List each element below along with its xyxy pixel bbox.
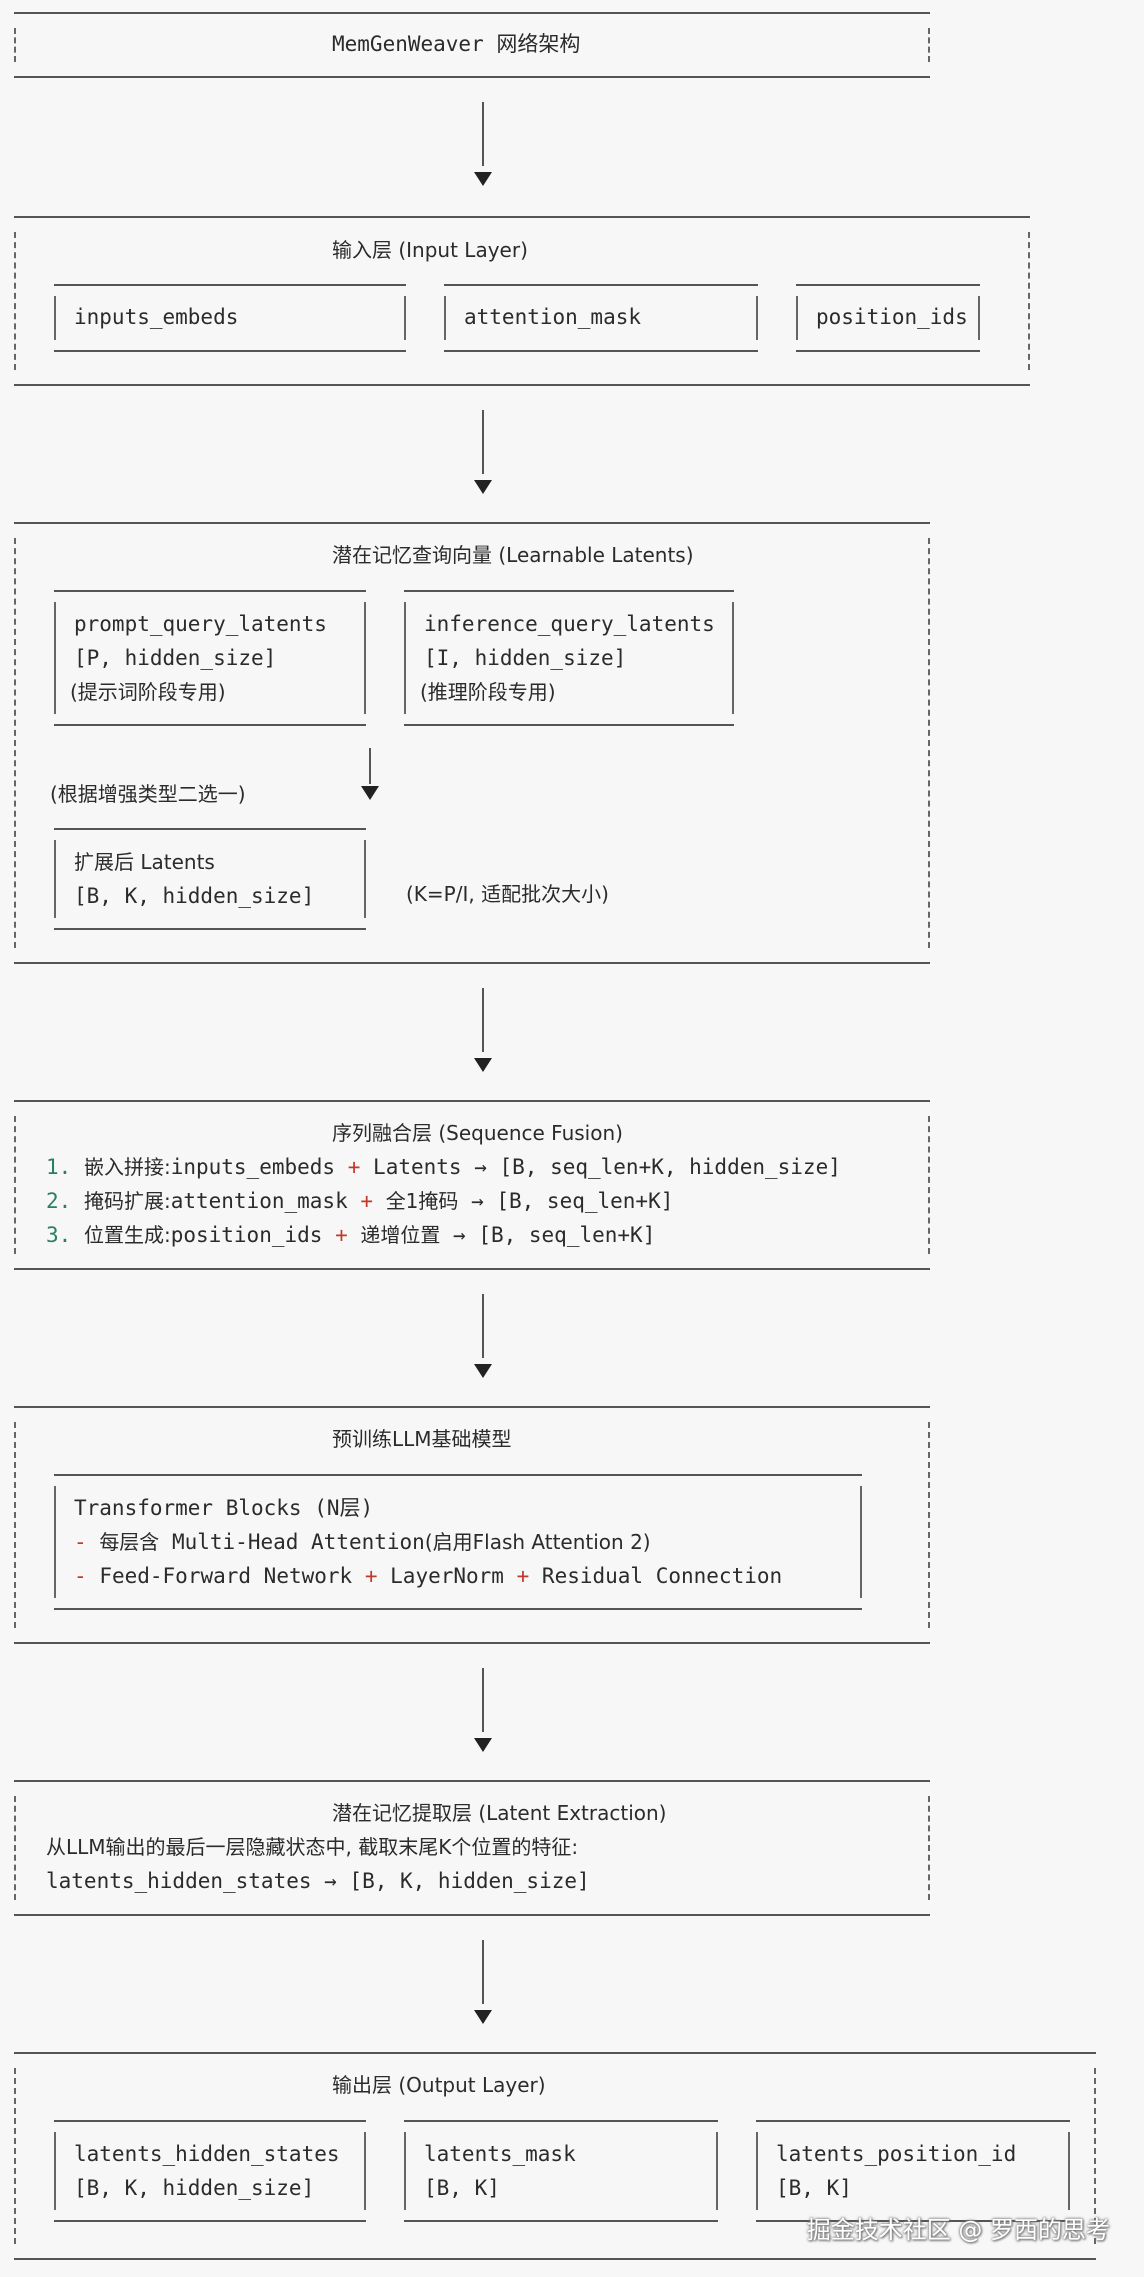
extraction-formula: latents_hidden_states → [B, K, hidden_si… [46,1869,590,1893]
bullet-dash: - [74,1530,87,1554]
extraction-layer-box [14,1780,930,1916]
transformer-blocks-box [54,1474,862,1610]
k-note: (K=P/I, 适配批次大小) [406,882,609,906]
step-operand: attention_mask [170,1189,348,1213]
step-label: 掩码扩展: [83,1189,171,1213]
connector-arrow-4 [471,1294,495,1378]
diagram-title: MemGenWeaver 网络架构 [332,32,581,56]
input-item-position-ids: position_ids [816,305,968,329]
output-item-name: latents_hidden_states [74,2142,340,2166]
step-result: [B, seq_len+K] [496,1189,674,1213]
line2-item: Feed-Forward Network [99,1564,353,1588]
output-item-shape: [B, K] [776,2176,852,2200]
step-operand: inputs_embeds [170,1155,336,1179]
input-item-box [54,284,406,352]
fusion-step: 1. 嵌入拼接:inputs_embeds + Latents → [B, se… [46,1155,841,1179]
input-layer-box [14,216,1030,386]
title-box [14,12,930,78]
input-item-box [796,284,980,352]
inference-latents-box [404,590,734,726]
extraction-layer-title: 潜在记忆提取层 (Latent Extraction) [332,1801,667,1825]
output-item-name: latents_mask [424,2142,576,2166]
step-result: [B, seq_len+K, hidden_size] [499,1155,841,1179]
output-layer-box [14,2052,1096,2260]
step-operand: Latents [373,1155,462,1179]
expanded-latents-shape: [B, K, hidden_size] [74,884,315,908]
input-layer-title: 输入层 (Input Layer) [332,238,528,262]
step-operand: 全1掩码 [385,1189,459,1213]
fusion-layer-title: 序列融合层 (Sequence Fusion) [332,1121,623,1145]
line1-prefix: 每层含 [99,1530,160,1554]
fusion-layer-box [14,1100,930,1270]
transformer-line-2: - Feed-Forward Network + LayerNorm + Res… [74,1564,782,1588]
plus-sign: + [364,1564,378,1588]
output-item-shape: [B, K] [424,2176,500,2200]
plus-sign: + [516,1564,530,1588]
inference-latents-name: inference_query_latents [424,612,715,636]
connector-arrow-3 [471,988,495,1072]
step-label: 嵌入拼接: [83,1155,171,1179]
output-item-shape: [B, K, hidden_size] [74,2176,315,2200]
connector-arrow-6 [471,1940,495,2024]
transformer-line-1: - 每层含 Multi-Head Attention(启用Flash Atten… [74,1530,651,1554]
step-result: [B, seq_len+K] [478,1223,656,1247]
fusion-step: 2. 掩码扩展:attention_mask + 全1掩码 → [B, seq_… [46,1189,674,1213]
prompt-latents-note: (提示词阶段专用) [70,680,226,704]
plus-sign: + [347,1155,361,1179]
blocks-title-text: Transformer Blocks (N层) [74,1496,374,1520]
step-number: 3. [46,1223,72,1247]
output-layer-title: 输出层 (Output Layer) [332,2073,546,2097]
prompt-latents-box [54,590,366,726]
expanded-latents-box [54,828,366,930]
select-note: (根据增强类型二选一) [50,782,246,806]
input-item-attention-mask: attention_mask [464,305,642,329]
fusion-step: 3. 位置生成:position_ids + 递增位置 → [B, seq_le… [46,1223,656,1247]
step-operand: 递增位置 [360,1223,441,1247]
output-item-box [54,2120,366,2222]
inference-latents-shape: [I, hidden_size] [424,646,627,670]
inference-latents-note: (推理阶段专用) [420,680,556,704]
line2-item: LayerNorm [390,1564,504,1588]
select-arrow [358,748,382,800]
llm-layer-box [14,1406,930,1644]
line1-paren: (启用Flash Attention 2) [424,1530,651,1554]
input-item-inputs-embeds: inputs_embeds [74,305,239,329]
expanded-latents-name: 扩展后 Latents [74,850,215,874]
prompt-latents-name: prompt_query_latents [74,612,327,636]
output-item-box [756,2120,1070,2222]
step-number: 1. [46,1155,72,1179]
prompt-latents-shape: [P, hidden_size] [74,646,277,670]
latents-layer-title: 潜在记忆查询向量 (Learnable Latents) [332,543,694,567]
output-item-box [404,2120,718,2222]
plus-sign: + [335,1223,348,1247]
output-item-name: latents_position_id [776,2142,1017,2166]
latents-layer-box [14,522,930,964]
step-operand: position_ids [170,1223,323,1247]
connector-arrow-5 [471,1668,495,1752]
line2-item: Residual Connection [541,1564,783,1588]
llm-layer-title: 预训练LLM基础模型 [332,1427,512,1451]
watermark: 掘金技术社区 @ 罗西的思考 [806,2216,1110,2244]
line1-main: Multi-Head Attention [171,1530,425,1554]
connector-arrow-1 [471,102,495,186]
transformer-blocks-title: Transformer Blocks (N层) [74,1496,373,1520]
step-number: 2. [46,1189,72,1213]
bullet-dash: - [74,1564,87,1588]
extraction-desc: 从LLM输出的最后一层隐藏状态中, 截取末尾K个位置的特征: [46,1835,579,1859]
plus-sign: + [360,1189,374,1213]
input-item-box [444,284,758,352]
step-label: 位置生成: [83,1223,171,1247]
connector-arrow-2 [471,410,495,494]
